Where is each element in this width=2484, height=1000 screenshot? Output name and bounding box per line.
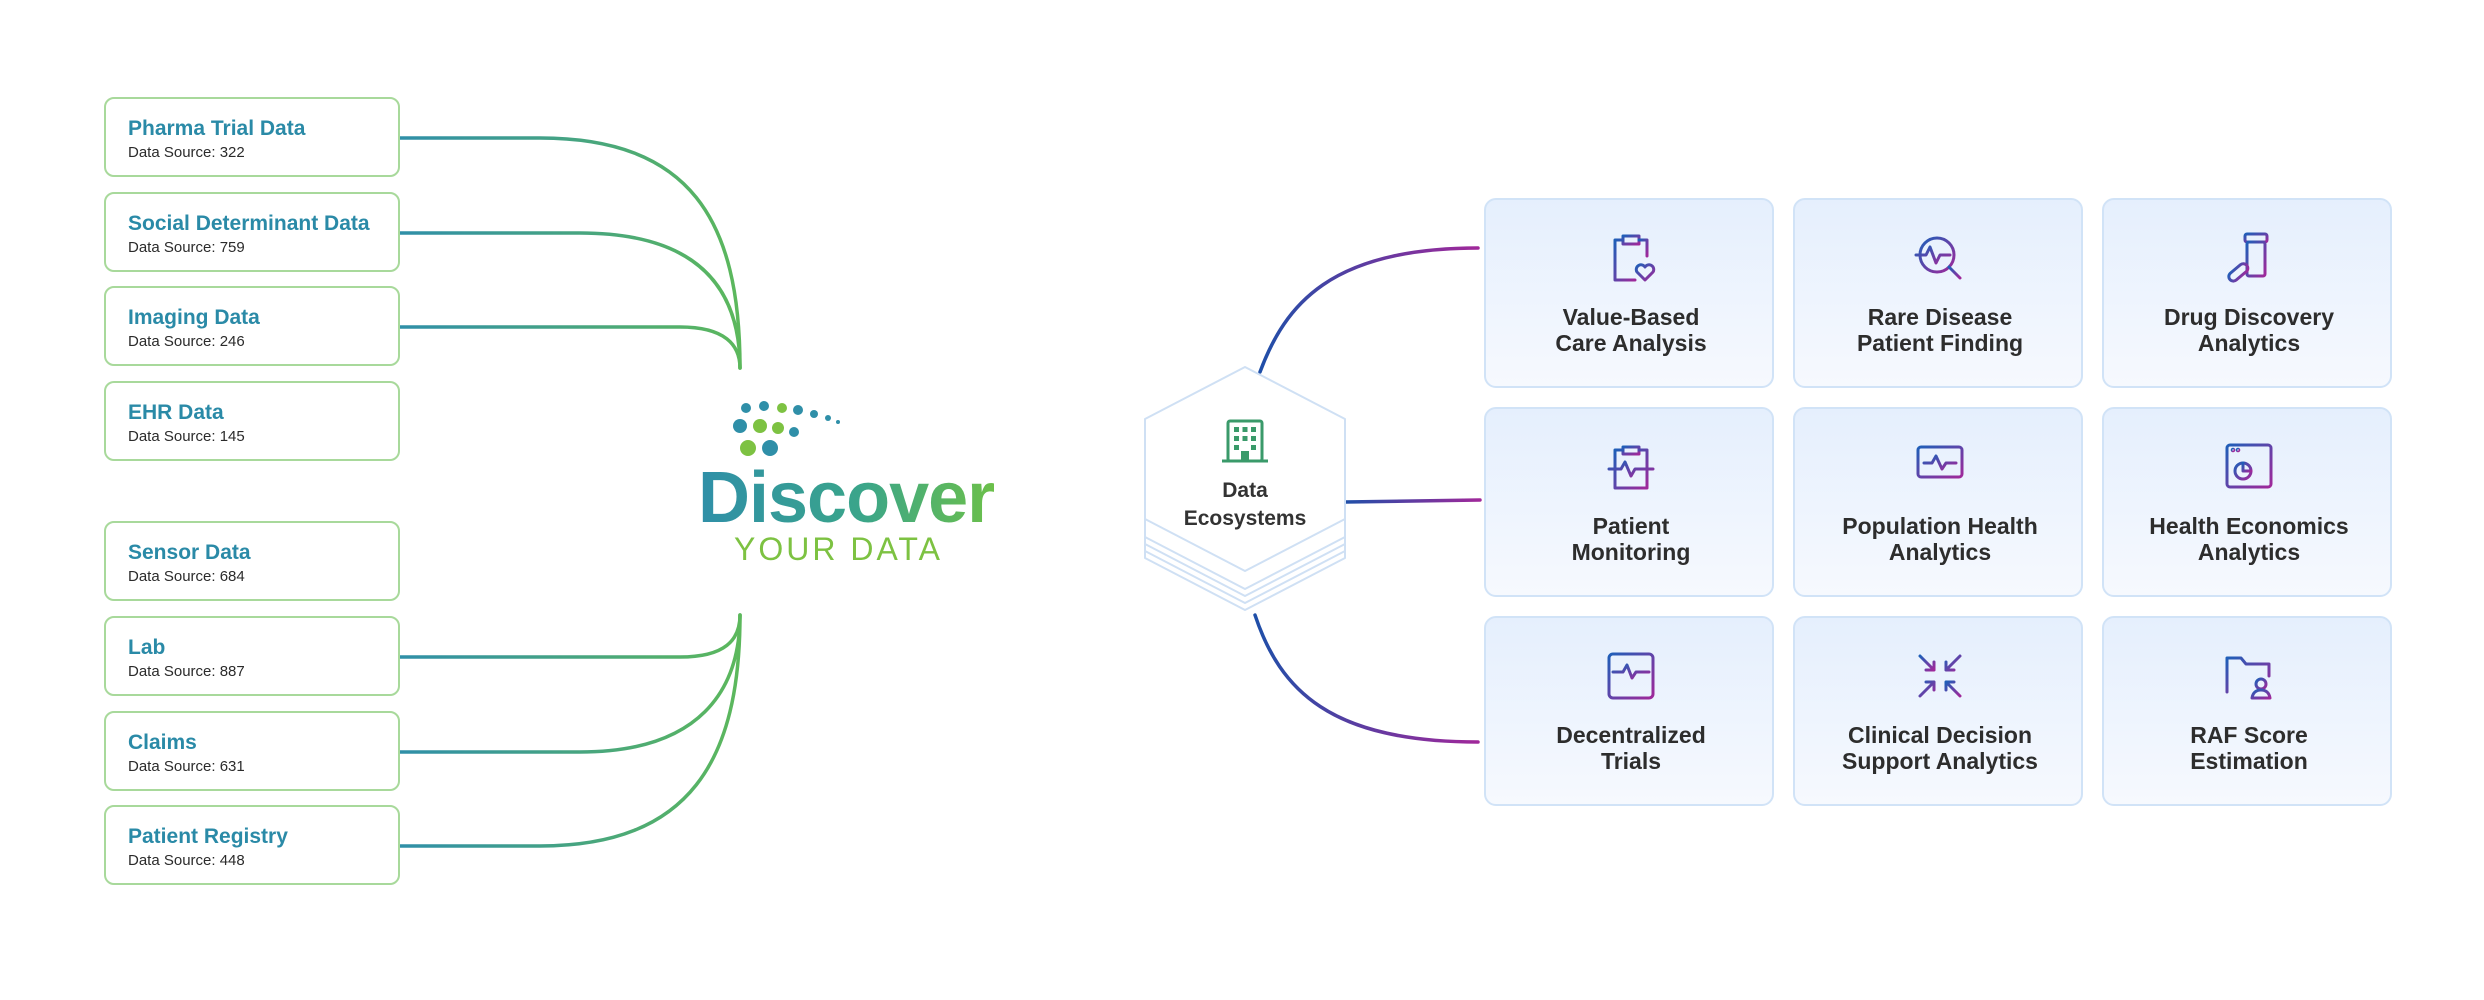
search-pulse-icon bbox=[1914, 236, 1962, 280]
clipboard-heart-icon bbox=[1613, 234, 1656, 282]
use-case-label-line2: Estimation bbox=[2190, 748, 2308, 774]
source-count: Data Source: 631 bbox=[128, 758, 245, 775]
use-case-label-line1: Clinical Decision bbox=[1847, 722, 2033, 748]
source-title: Social Determinant Data bbox=[128, 212, 370, 235]
logo-word-discover: Discover bbox=[698, 458, 995, 538]
hub-label-line2: Ecosystems bbox=[1183, 507, 1307, 530]
use-case-label-line1: Population Health bbox=[1842, 513, 2038, 539]
source-title: Imaging Data bbox=[128, 306, 260, 329]
use-case-label-line1: Rare Disease bbox=[1867, 304, 2013, 330]
folder-user-icon bbox=[2225, 656, 2272, 700]
source-card-imaging[interactable]: Imaging Data Data Source: 246 bbox=[104, 286, 400, 366]
use-case-raf-score[interactable]: RAF Score Estimation bbox=[2102, 616, 2392, 806]
source-title: Sensor Data bbox=[128, 541, 251, 564]
source-count: Data Source: 145 bbox=[128, 428, 245, 445]
source-count: Data Source: 322 bbox=[128, 144, 245, 161]
source-title: Pharma Trial Data bbox=[128, 117, 306, 140]
use-case-label: Rare Disease Patient Finding bbox=[1795, 304, 2085, 356]
use-case-label: Clinical Decision Support Analytics bbox=[1795, 722, 2085, 774]
use-case-label-line2: Monitoring bbox=[1571, 539, 1691, 565]
use-case-label: Health Economics Analytics bbox=[2104, 513, 2394, 565]
arrows-converge-icon bbox=[1914, 650, 1966, 702]
source-title: Patient Registry bbox=[128, 825, 288, 848]
connector-registry bbox=[398, 613, 742, 848]
use-case-label: Drug Discovery Analytics bbox=[2104, 304, 2394, 356]
use-case-label-line1: Decentralized bbox=[1556, 722, 1706, 748]
use-case-label: Patient Monitoring bbox=[1486, 513, 1776, 565]
hub-label-line1: Data bbox=[1222, 479, 1268, 502]
use-case-label-line1: Drug Discovery bbox=[2163, 304, 2334, 330]
data-ecosystems-hub[interactable]: Data Ecosystems bbox=[1140, 365, 1350, 615]
use-case-rare-disease[interactable]: Rare Disease Patient Finding bbox=[1793, 198, 2083, 388]
source-card-claims[interactable]: Claims Data Source: 631 bbox=[104, 711, 400, 791]
connector-pharma bbox=[398, 136, 742, 370]
connector-imaging bbox=[398, 325, 742, 370]
chart-pulse-icon bbox=[1607, 652, 1655, 700]
use-case-label-line2: Analytics bbox=[2197, 330, 2301, 356]
browser-chart-icon bbox=[2225, 443, 2273, 489]
source-count: Data Source: 684 bbox=[128, 568, 245, 585]
use-case-label-line2: Support Analytics bbox=[1842, 748, 2038, 774]
use-case-label-line2: Patient Finding bbox=[1856, 330, 2024, 356]
clipboard-pulse-icon bbox=[1607, 445, 1655, 490]
use-case-clinical-decision-support[interactable]: Clinical Decision Support Analytics bbox=[1793, 616, 2083, 806]
use-case-label-line2: Care Analysis bbox=[1555, 330, 1707, 356]
logo-word-your-data: YOUR DATA bbox=[734, 531, 943, 567]
connector-lab bbox=[398, 613, 742, 659]
connector-hub-mid bbox=[1343, 498, 1482, 504]
source-count: Data Source: 246 bbox=[128, 333, 245, 350]
use-case-population-health[interactable]: Population Health Analytics bbox=[1793, 407, 2083, 597]
use-case-label-line2: Trials bbox=[1600, 748, 1662, 774]
pill-bottle-icon bbox=[2227, 232, 2269, 283]
use-case-label-line1: Value-Based bbox=[1562, 304, 1700, 330]
source-count: Data Source: 887 bbox=[128, 663, 245, 680]
use-case-label: Population Health Analytics bbox=[1795, 513, 2085, 565]
use-case-label: Decentralized Trials bbox=[1486, 722, 1776, 774]
use-case-label-line2: Analytics bbox=[1888, 539, 1992, 565]
connector-social bbox=[398, 231, 742, 370]
source-card-lab[interactable]: Lab Data Source: 887 bbox=[104, 616, 400, 696]
monitor-pulse-icon bbox=[1916, 445, 1964, 489]
use-case-label-line1: Health Economics bbox=[2149, 513, 2349, 539]
use-case-label-line2: Analytics bbox=[2197, 539, 2301, 565]
hub-label: Data Ecosystems bbox=[1140, 477, 1350, 533]
connector-hub-top bbox=[1258, 246, 1480, 374]
source-card-social-determinant[interactable]: Social Determinant Data Data Source: 759 bbox=[104, 192, 400, 272]
use-case-label-line1: Patient bbox=[1592, 513, 1670, 539]
source-card-patient-registry[interactable]: Patient Registry Data Source: 448 bbox=[104, 805, 400, 885]
use-case-label: Value-Based Care Analysis bbox=[1486, 304, 1776, 356]
hexagon-shape bbox=[1144, 366, 1346, 611]
use-case-label: RAF Score Estimation bbox=[2104, 722, 2394, 774]
connector-claims bbox=[398, 613, 742, 754]
source-card-sensor[interactable]: Sensor Data Data Source: 684 bbox=[104, 521, 400, 601]
logo-dots-icon bbox=[733, 401, 840, 456]
connector-hub-bottom bbox=[1253, 613, 1480, 744]
source-card-ehr[interactable]: EHR Data Data Source: 145 bbox=[104, 381, 400, 461]
use-case-drug-discovery[interactable]: Drug Discovery Analytics bbox=[2102, 198, 2392, 388]
discover-logo: Discover YOUR DATA bbox=[698, 400, 998, 570]
use-case-label-line1: RAF Score bbox=[2190, 722, 2308, 748]
use-case-value-based-care[interactable]: Value-Based Care Analysis bbox=[1484, 198, 1774, 388]
source-count: Data Source: 759 bbox=[128, 239, 245, 256]
source-card-pharma-trial[interactable]: Pharma Trial Data Data Source: 322 bbox=[104, 97, 400, 177]
use-case-health-economics[interactable]: Health Economics Analytics bbox=[2102, 407, 2392, 597]
source-title: Lab bbox=[128, 636, 166, 659]
source-count: Data Source: 448 bbox=[128, 852, 245, 869]
source-title: Claims bbox=[128, 731, 197, 754]
use-case-decentralized-trials[interactable]: Decentralized Trials bbox=[1484, 616, 1774, 806]
building-icon bbox=[1222, 419, 1268, 463]
source-title: EHR Data bbox=[128, 401, 224, 424]
use-case-patient-monitoring[interactable]: Patient Monitoring bbox=[1484, 407, 1774, 597]
